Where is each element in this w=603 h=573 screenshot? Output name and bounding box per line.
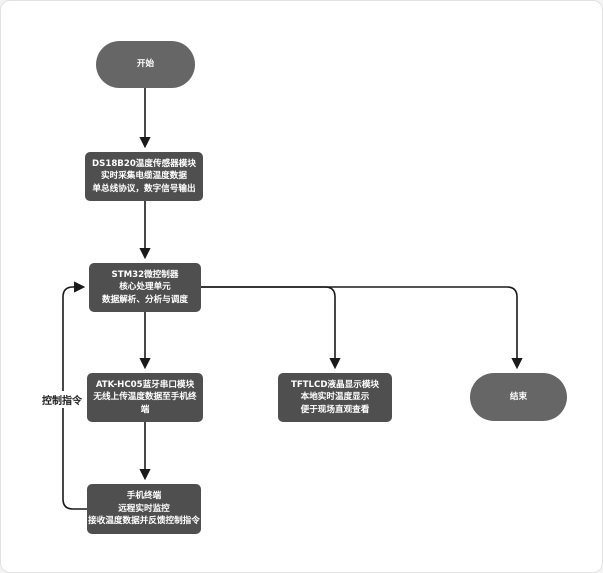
edge-mcu-to-lcd bbox=[201, 286, 341, 370]
sensor-node-line: DS18B20温度传感器模块 bbox=[92, 158, 196, 169]
edge-mcu-to-end bbox=[201, 286, 523, 370]
bluetooth-node-line: ATK-HC05蓝牙串口模块 bbox=[95, 379, 195, 390]
lcd-node-line: TFTLCD液晶显示模块 bbox=[290, 379, 380, 390]
phone-node-line: 远程实时监控 bbox=[118, 503, 170, 514]
sensor-node-line: 单总线协议，数字信号输出 bbox=[92, 183, 196, 194]
start-node: 开始 bbox=[96, 41, 195, 88]
bluetooth-node: ATK-HC05蓝牙串口模块 无线上传温度数据至手机终端 bbox=[87, 373, 203, 422]
bluetooth-node-line: 无线上传温度数据至手机终端 bbox=[93, 392, 197, 415]
end-node-label: 结束 bbox=[509, 391, 528, 402]
feedback-edge-label: 控制指令 bbox=[42, 391, 82, 408]
sensor-node-line: 实时采集电缆温度数据 bbox=[101, 171, 187, 182]
lcd-node-line: 本地实时温度显示 bbox=[300, 392, 370, 403]
lcd-node-line: 便于现场直观查看 bbox=[300, 404, 370, 415]
start-node-label: 开始 bbox=[136, 59, 155, 70]
mcu-node-line: STM32微控制器 bbox=[111, 269, 179, 280]
lcd-node: TFTLCD液晶显示模块 本地实时温度显示 便于现场直观查看 bbox=[278, 373, 392, 422]
phone-node-line: 手机终端 bbox=[126, 491, 162, 501]
sensor-node: DS18B20温度传感器模块 实时采集电缆温度数据 单总线协议，数字信号输出 bbox=[85, 152, 203, 201]
phone-node-line: 接收温度数据并反馈控制指令 bbox=[88, 516, 200, 526]
end-node: 结束 bbox=[470, 373, 567, 421]
mcu-node-line: 数据解析、分析与调度 bbox=[102, 294, 188, 305]
mcu-node: STM32微控制器 核心处理单元 数据解析、分析与调度 bbox=[89, 263, 201, 312]
mcu-node-line: 核心处理单元 bbox=[119, 282, 171, 293]
phone-node: 手机终端 远程实时监控 接收温度数据并反馈控制指令 bbox=[87, 484, 201, 534]
